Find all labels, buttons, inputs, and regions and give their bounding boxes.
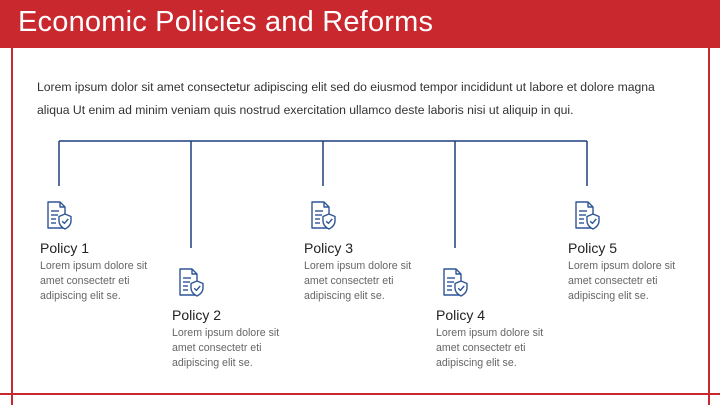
frame-right-border <box>708 48 710 405</box>
document-shield-icon <box>47 201 72 230</box>
frame-left-border <box>11 48 13 405</box>
document-shield-icon <box>311 201 336 230</box>
policy-2-description: Lorem ipsum dolore sit amet consectetr e… <box>172 327 280 369</box>
policy-3-description: Lorem ipsum dolore sit amet consectetr e… <box>304 260 412 302</box>
frame-bottom-border <box>0 393 720 395</box>
document-shield-icon <box>443 268 468 297</box>
policy-4-title: Policy 4 <box>436 307 486 323</box>
document-shield-icon <box>179 268 204 297</box>
policy-4-description: Lorem ipsum dolore sit amet consectetr e… <box>436 327 544 369</box>
policy-3-title: Policy 3 <box>304 240 354 256</box>
policy-2-title: Policy 2 <box>172 307 222 323</box>
policy-5-description: Lorem ipsum dolore sit amet consectetr e… <box>568 260 676 302</box>
intro-paragraph: Lorem ipsum dolor sit amet consectetur a… <box>37 80 655 117</box>
document-shield-icon <box>575 201 600 230</box>
policy-5-title: Policy 5 <box>568 240 618 256</box>
policy-1-description: Lorem ipsum dolore sit amet consectetr e… <box>40 260 148 302</box>
policy-1-title: Policy 1 <box>40 240 90 256</box>
header-bar: Economic Policies and Reforms <box>0 0 720 48</box>
page-title: Economic Policies and Reforms <box>18 6 434 38</box>
